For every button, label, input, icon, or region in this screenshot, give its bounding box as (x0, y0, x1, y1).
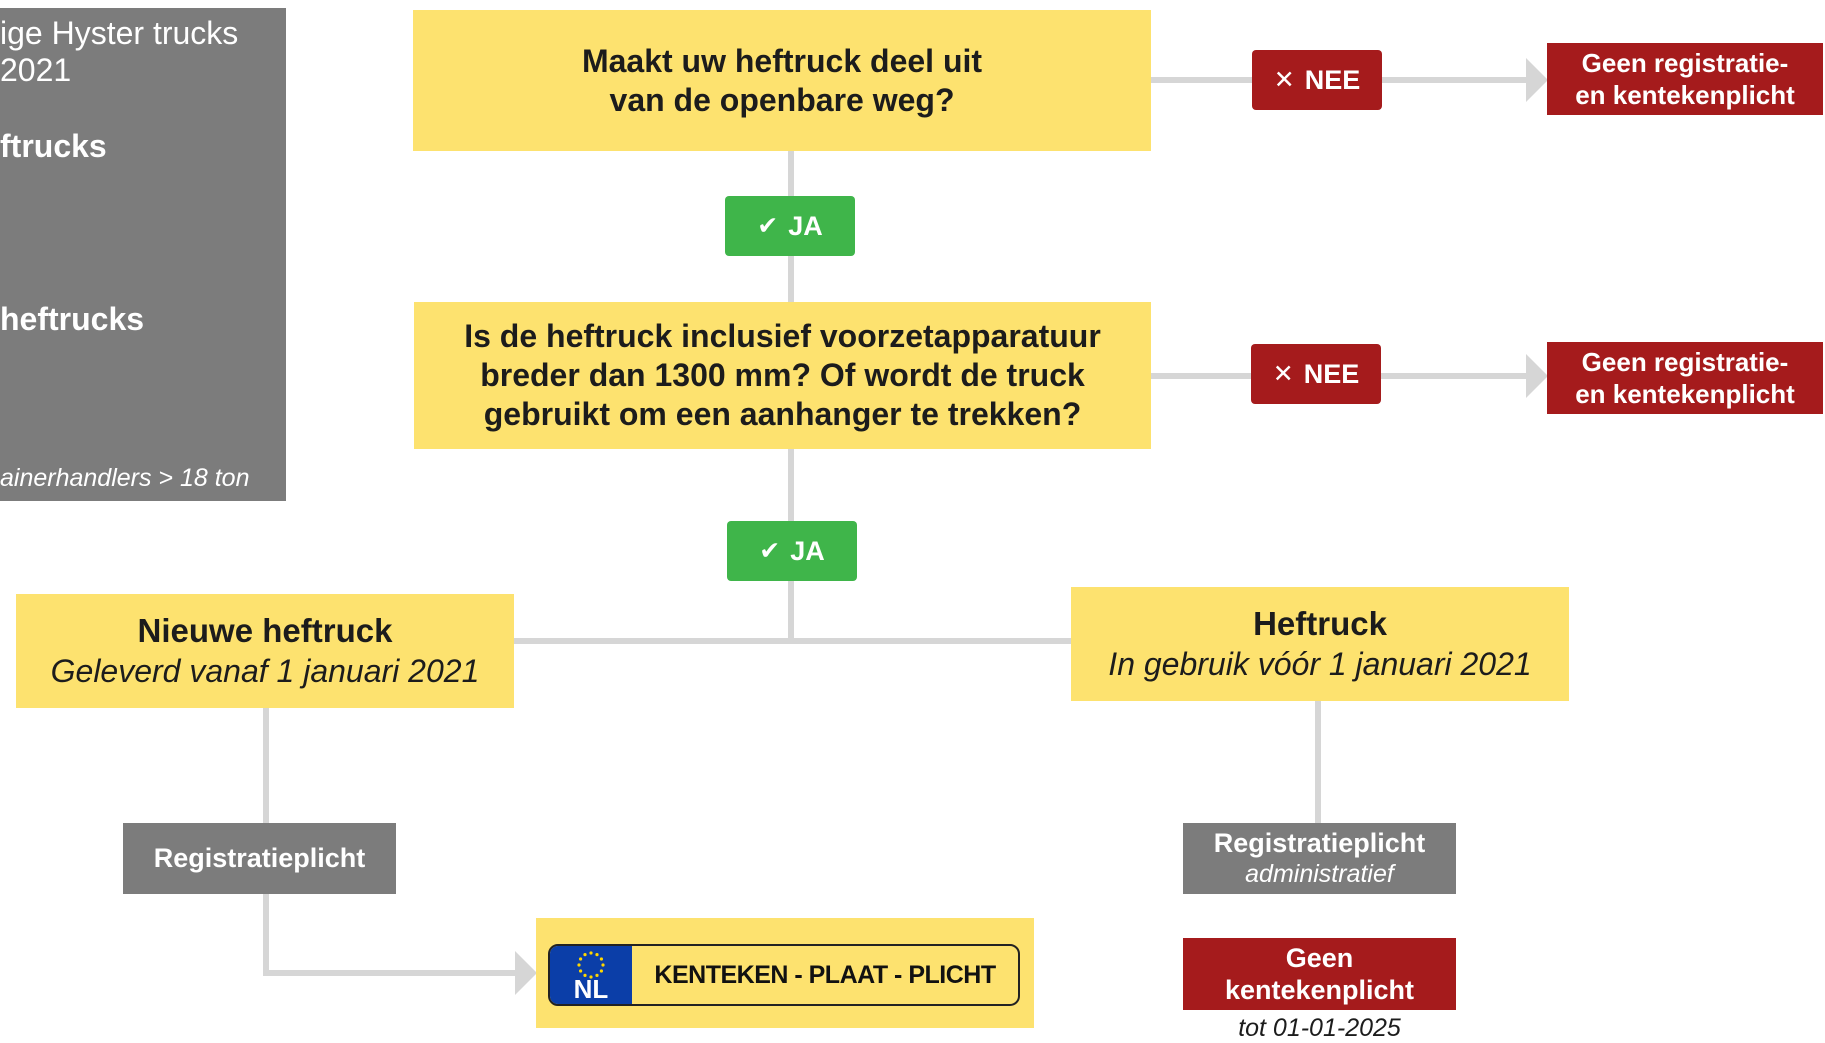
eu-stars-icon (577, 951, 605, 979)
existing-truck-box: Heftruck In gebruik vóór 1 januari 2021 (1071, 587, 1569, 701)
new-truck-title: Nieuwe heftruck (137, 612, 393, 649)
no-plate-line2: kentekenplicht (1224, 975, 1415, 1005)
result-1-line1: Geen registratie- (1581, 48, 1789, 78)
new-truck-subtitle: Geleverd vanaf 1 januari 2021 (50, 653, 480, 689)
connector-reg-plate (263, 970, 515, 976)
registration-required-label: Registratieplicht (153, 843, 366, 873)
check-icon: ✔ (759, 537, 781, 565)
legend-item-1: ftrucks (0, 128, 107, 164)
legend-item-2: heftrucks (0, 301, 145, 337)
plate-required-box: NL KENTEKEN - PLAAT - PLICHT (536, 918, 1034, 1028)
result-2-line1: Geen registratie- (1581, 347, 1789, 377)
connector-old-reg (1315, 700, 1321, 826)
ja-label-1: JA (788, 210, 823, 241)
registration-administrative-title: Registratieplicht (1213, 828, 1426, 858)
registration-administrative-subtitle: administratief (1245, 860, 1394, 888)
question-1-line2: van de openbare weg? (609, 81, 955, 118)
question-2-line3: gebruikt om een aanhanger te trekken? (483, 396, 1082, 432)
plate-eu-band: NL (550, 946, 632, 1004)
question-2-line1: Is de heftruck inclusief voorzetapparatu… (464, 318, 1101, 354)
cross-icon: ✕ (1273, 66, 1295, 94)
question-2-line2: breder dan 1300 mm? Of wordt de truck (480, 357, 1085, 393)
arrow-right-icon (515, 951, 537, 995)
ja-badge-2: ✔ JA (727, 521, 857, 581)
check-icon: ✔ (757, 212, 779, 240)
result-no-registration-2: Geen registratie- en kentekenplicht (1547, 342, 1823, 414)
legend-heading-line2: 2021 (0, 52, 72, 88)
license-plate: NL KENTEKEN - PLAAT - PLICHT (548, 944, 1020, 1006)
result-1-line2: en kentekenplicht (1575, 80, 1795, 110)
arrow-right-icon (1526, 354, 1548, 398)
question-width-trailer: Is de heftruck inclusief voorzetapparatu… (414, 302, 1151, 449)
no-plate-required-box: Geen kentekenplicht (1183, 938, 1456, 1010)
plate-country: NL (573, 974, 609, 1004)
no-plate-line1: Geen (1285, 943, 1354, 973)
legend-panel: ige Hyster trucks 2021 ftrucks heftrucks… (0, 8, 286, 501)
no-plate-note: tot 01-01-2025 (1238, 1014, 1401, 1042)
legend-heading-line1: ige Hyster trucks (0, 15, 239, 51)
cross-icon: ✕ (1272, 360, 1294, 388)
nee-badge-1: ✕ NEE (1252, 50, 1382, 110)
result-no-registration-1: Geen registratie- en kentekenplicht (1547, 43, 1823, 115)
ja-label-2: JA (790, 535, 825, 566)
nee-label-2: NEE (1303, 358, 1360, 389)
new-truck-box: Nieuwe heftruck Geleverd vanaf 1 januari… (16, 594, 514, 708)
arrow-right-icon (1526, 58, 1548, 102)
nee-badge-2: ✕ NEE (1251, 344, 1381, 404)
question-1-line1: Maakt uw heftruck deel uit (581, 42, 983, 79)
result-2-line2: en kentekenplicht (1575, 379, 1795, 409)
legend-footnote: ainerhandlers > 18 ton (0, 464, 250, 492)
ja-badge-1: ✔ JA (725, 196, 855, 256)
existing-truck-subtitle: In gebruik vóór 1 januari 2021 (1108, 646, 1532, 682)
nee-label-1: NEE (1304, 64, 1361, 95)
existing-truck-title: Heftruck (1253, 605, 1387, 642)
registration-administrative-box: Registratieplicht administratief (1183, 823, 1456, 894)
registration-required-box: Registratieplicht (123, 823, 396, 894)
plate-text: KENTEKEN - PLAAT - PLICHT (654, 961, 996, 989)
connector-horizontal-split (513, 638, 1073, 644)
question-public-road: Maakt uw heftruck deel uit van de openba… (413, 10, 1151, 151)
